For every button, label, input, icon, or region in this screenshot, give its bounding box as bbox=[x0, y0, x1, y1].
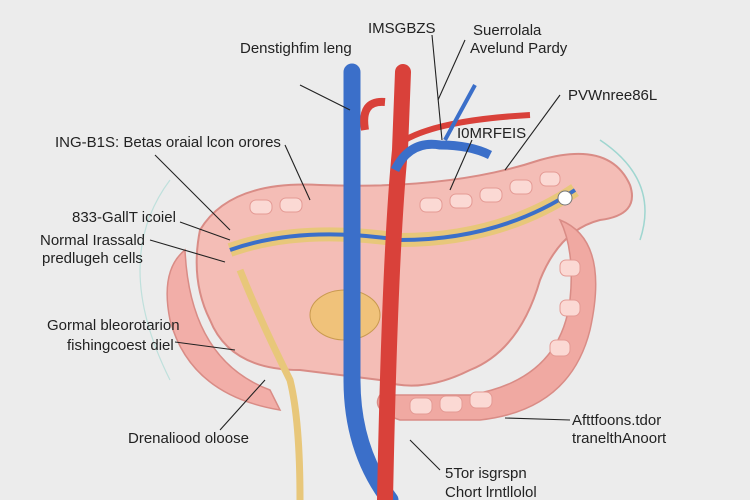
label-left-3a: Normal Irassald bbox=[40, 232, 145, 249]
label-bottom-right-a: Afttfoons.tdor bbox=[572, 412, 661, 429]
label-top-right-1: Suerrolala bbox=[473, 22, 542, 39]
label-bottom-left: Drenaliood oloose bbox=[128, 430, 249, 447]
duct-end bbox=[557, 190, 573, 206]
artery-branch bbox=[360, 97, 386, 131]
label-top-center: IMSGBZS bbox=[368, 20, 436, 37]
label-left-4b: fishingcoest diel bbox=[67, 337, 174, 354]
halo-arc bbox=[599, 139, 646, 241]
label-top-left: Denstighfim leng bbox=[240, 40, 352, 57]
label-top-right-2: Avelund Pardy bbox=[470, 40, 568, 57]
vein-branch bbox=[390, 139, 493, 173]
label-left-3b: predlugeh cells bbox=[42, 250, 143, 267]
duodenum-wall bbox=[166, 248, 282, 411]
bile-duct bbox=[236, 268, 304, 500]
vein-branch bbox=[443, 84, 477, 141]
label-left-4a: Gormal bleorotarion bbox=[47, 317, 180, 334]
label-mid-top: I0MRFEIS bbox=[457, 125, 526, 142]
label-bottom-center-a: 5Tor isgrspn bbox=[445, 465, 527, 482]
leader-lines bbox=[149, 34, 571, 471]
label-bottom-right-b: tranelthAnoort bbox=[572, 430, 667, 447]
mucosal-folds bbox=[249, 171, 581, 415]
label-bottom-center-b: Chort lrntllolol bbox=[445, 484, 537, 500]
label-left-1: ING-B1S: Betas oraial lcon orores bbox=[55, 134, 281, 151]
halo-arc bbox=[139, 179, 171, 381]
label-left-2: 833-GallT icoiel bbox=[72, 209, 176, 226]
label-far-right: PVWnree86L bbox=[568, 87, 657, 104]
